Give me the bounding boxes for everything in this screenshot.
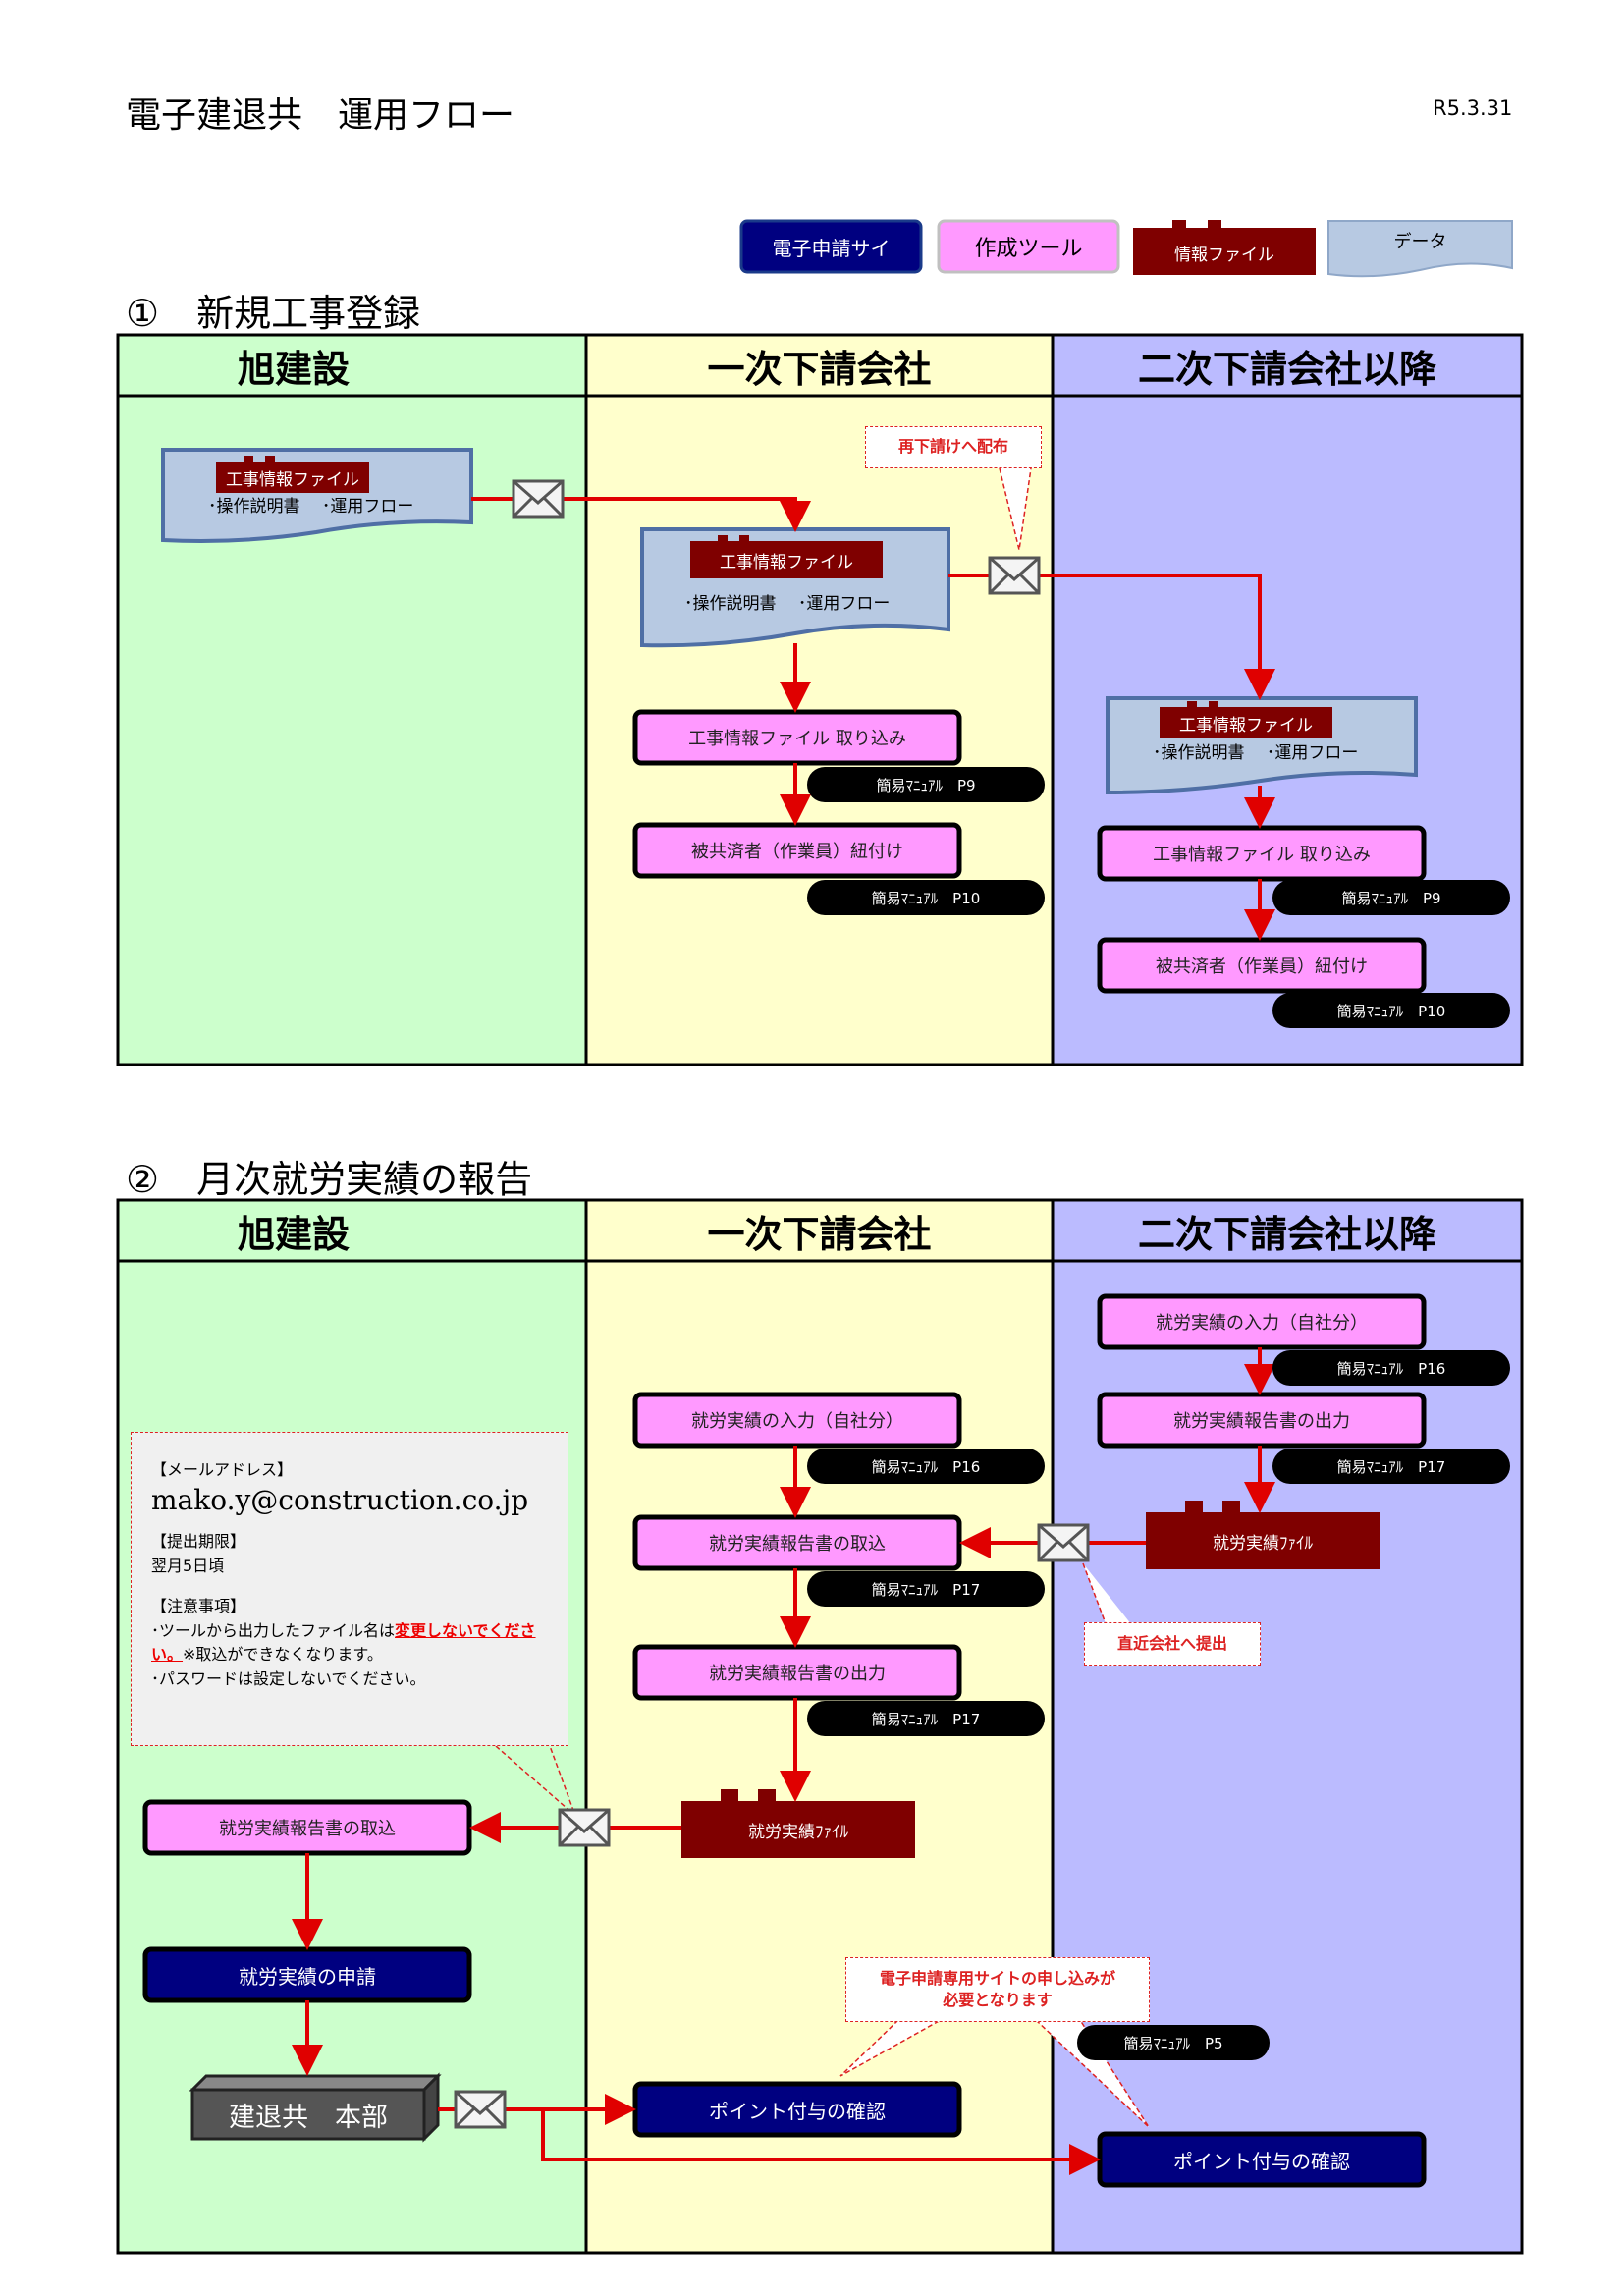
legend-tool: 作成ツール <box>974 237 1083 261</box>
legend-file: 情報ファイル <box>1174 245 1274 265</box>
step-import-report-asahi: 就労実績報告書の取込 <box>219 1819 396 1839</box>
manual-badge: 簡易ﾏﾆｭｱﾙ P5 <box>1077 2025 1270 2060</box>
manual-badge: 簡易ﾏﾆｭｱﾙ P17 <box>807 1701 1045 1736</box>
legend-site: 電子申請サイ <box>772 236 891 260</box>
legend-file-shape <box>1133 220 1316 275</box>
manual-badge: 簡易ﾏﾆｭｱﾙ P16 <box>1272 1350 1510 1386</box>
doc-file-label: 工事情報ファイル <box>720 552 853 573</box>
note-caution-1: ･ツールから出力したファイル名は変更しないでください。※取込ができなくなります。 <box>151 1619 548 1668</box>
revision-date: R5.3.31 <box>1433 96 1513 120</box>
step-link-primary: 被共済者（作業員）紐付け <box>691 842 903 862</box>
step-import-secondary: 工事情報ファイル 取り込み <box>1153 845 1371 865</box>
legend-data: データ <box>1393 232 1447 252</box>
note-mail: mako.y@construction.co.jp <box>151 1483 529 1516</box>
manual-badge: 簡易ﾏﾆｭｱﾙ P16 <box>807 1449 1045 1484</box>
doc-file-label: 工事情報ファイル <box>226 469 359 490</box>
note-box: 【メールアドレス】 mako.y@construction.co.jp 【提出期… <box>131 1432 568 1746</box>
doc-file-label: 工事情報ファイル <box>1179 715 1313 736</box>
legend-site-shape <box>739 219 923 274</box>
note-caution-2: ･パスワードは設定しないでください。 <box>151 1669 426 1689</box>
manual-badge: 簡易ﾏﾆｭｱﾙ P10 <box>1272 993 1510 1028</box>
note-deadline: 翌月5日頃 <box>151 1556 225 1575</box>
callout-site-signup: 電子申請専用サイトの申し込みが 必要となります <box>845 1957 1150 2022</box>
lane-primary: 一次下請会社 <box>707 1212 932 1256</box>
lane-primary: 一次下請会社 <box>707 347 932 391</box>
note-caution-heading: 【注意事項】 <box>151 1596 246 1615</box>
step-input-self-primary: 就労実績の入力（自社分） <box>691 1411 903 1432</box>
manual-badge: 簡易ﾏﾆｭｱﾙ P9 <box>807 767 1045 802</box>
doc-lines: ･操作説明書 ･運用フロー <box>208 497 414 517</box>
section2-title: ② 月次就労実績の報告 <box>126 1158 533 1201</box>
step-link-secondary: 被共済者（作業員）紐付け <box>1156 957 1368 977</box>
page-title: 電子建退共 運用フロー <box>126 95 515 136</box>
callout-submit: 直近会社へ提出 <box>1084 1622 1261 1666</box>
manual-badge: 簡易ﾏﾆｭｱﾙ P10 <box>807 880 1045 915</box>
note-caution-1a: ･ツールから出力したファイル名は <box>151 1620 396 1640</box>
note-caution-1b: 変更しないでください。 <box>151 1620 536 1665</box>
step-input-self-secondary: 就労実績の入力（自社分） <box>1156 1313 1368 1334</box>
hq-box: 建退共 本部 <box>229 2102 388 2133</box>
note-deadline-heading: 【提出期限】 <box>151 1532 246 1552</box>
lane-secondary: 二次下請会社以降 <box>1137 347 1436 391</box>
doc-lines: ･操作説明書 ･運用フロー <box>1153 743 1359 763</box>
step-output-report-primary: 就労実績報告書の出力 <box>709 1664 886 1684</box>
step-import-report-primary: 就労実績報告書の取込 <box>709 1534 886 1555</box>
section1-title: ① 新規工事登録 <box>126 292 421 335</box>
note-mail-heading: 【メールアドレス】 <box>151 1460 294 1479</box>
doc-lines: ･操作説明書 ･運用フロー <box>684 594 891 614</box>
step-point-confirm-primary: ポイント付与の確認 <box>709 2099 886 2123</box>
lane-asahi: 旭建設 <box>238 347 351 391</box>
legend-data-shape <box>1327 220 1513 278</box>
lane-asahi: 旭建設 <box>238 1212 351 1256</box>
file-work-record: 就労実績ﾌｧｲﾙ <box>748 1822 848 1842</box>
callout-redistribute: 再下請けへ配布 <box>865 426 1042 468</box>
note-caution-1c: ※取込ができなくなります。 <box>183 1645 383 1665</box>
step-point-confirm-secondary: ポイント付与の確認 <box>1173 2149 1350 2173</box>
manual-badge: 簡易ﾏﾆｭｱﾙ P9 <box>1272 880 1510 915</box>
step-apply: 就労実績の申請 <box>239 1964 376 1989</box>
lane-secondary: 二次下請会社以降 <box>1137 1212 1436 1256</box>
file-work-record: 就労実績ﾌｧｲﾙ <box>1213 1533 1313 1554</box>
step-import-primary: 工事情報ファイル 取り込み <box>688 729 906 749</box>
manual-badge: 簡易ﾏﾆｭｱﾙ P17 <box>1272 1449 1510 1484</box>
legend-tool-shape <box>937 219 1120 274</box>
step-output-report-secondary: 就労実績報告書の出力 <box>1173 1411 1350 1432</box>
manual-badge: 簡易ﾏﾆｭｱﾙ P17 <box>807 1571 1045 1607</box>
